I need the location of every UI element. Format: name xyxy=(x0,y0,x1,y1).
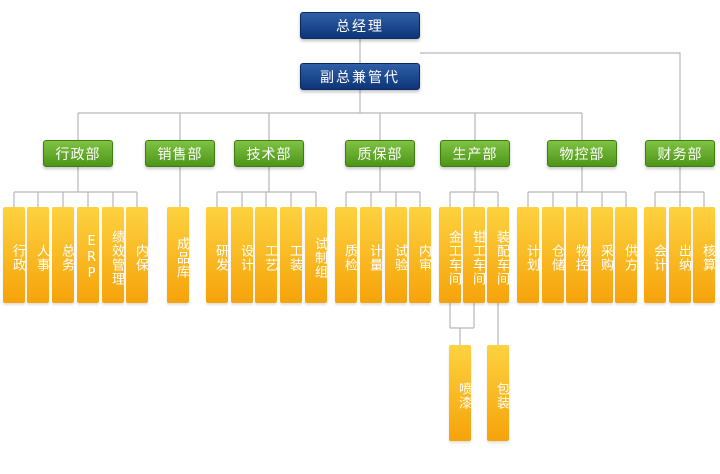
dept-admin: 行政部 xyxy=(43,140,113,167)
unit-assembly-workshop: 装配车间 xyxy=(487,207,509,303)
unit-suppliers: 供方 xyxy=(615,207,637,303)
unit-label: 出纳 xyxy=(676,244,691,272)
unit-label: 工装 xyxy=(287,244,302,272)
unit-label: 金工车间 xyxy=(446,230,461,286)
unit-finished-goods: 成品库 xyxy=(167,207,189,303)
unit-label: 工艺 xyxy=(262,244,277,272)
unit-label: 仓储 xyxy=(549,244,564,272)
unit-admin-office: 行政 xyxy=(3,207,25,303)
unit-trial-production: 试制组 xyxy=(305,207,327,303)
deputy-gm-label: 副总兼管代 xyxy=(320,69,400,86)
unit-cost-audit: 核算 xyxy=(693,207,715,303)
unit-accounting: 会计 xyxy=(644,207,666,303)
unit-label: 成品库 xyxy=(174,237,189,279)
dept-material: 物控部 xyxy=(547,140,617,167)
unit-label: 人事 xyxy=(34,244,49,272)
unit-label: 物控 xyxy=(573,244,588,272)
unit-machining-workshop: 金工车间 xyxy=(439,207,461,303)
unit-tooling: 工装 xyxy=(280,207,302,303)
general-manager-box: 总经理 xyxy=(300,12,420,39)
unit-label: 研发 xyxy=(213,244,228,272)
deputy-gm-box: 副总兼管代 xyxy=(300,63,420,90)
unit-painting: 喷漆 xyxy=(449,345,471,441)
unit-label: 设计 xyxy=(238,244,253,272)
dept-finance: 财务部 xyxy=(645,140,715,167)
unit-planning: 计划 xyxy=(517,207,539,303)
unit-label: 供方 xyxy=(622,244,637,272)
unit-label: 总务 xyxy=(59,244,74,272)
unit-label: ERP xyxy=(84,234,99,282)
dept-admin-label: 行政部 xyxy=(55,146,101,163)
unit-internal-security: 内保 xyxy=(126,207,148,303)
general-manager-label: 总经理 xyxy=(336,18,384,35)
dept-quality-label: 质保部 xyxy=(357,146,403,163)
unit-label: 计量 xyxy=(367,244,382,272)
unit-label: 内保 xyxy=(133,244,148,272)
unit-design: 设计 xyxy=(231,207,253,303)
unit-label: 计划 xyxy=(524,244,539,272)
dept-finance-label: 财务部 xyxy=(657,146,703,163)
unit-testing: 试验 xyxy=(385,207,407,303)
unit-warehousing: 仓储 xyxy=(542,207,564,303)
unit-label: 采购 xyxy=(598,244,613,272)
unit-label: 喷漆 xyxy=(456,382,471,410)
unit-general-affairs: 总务 xyxy=(52,207,74,303)
unit-label: 试验 xyxy=(392,244,407,272)
unit-cashier: 出纳 xyxy=(669,207,691,303)
unit-label: 装配车间 xyxy=(494,230,509,286)
unit-metrology: 计量 xyxy=(360,207,382,303)
unit-label: 质检 xyxy=(342,244,357,272)
unit-performance-mgmt: 绩效管理 xyxy=(102,207,124,303)
unit-erp: ERP xyxy=(77,207,99,303)
dept-sales: 销售部 xyxy=(145,140,215,167)
dept-tech-label: 技术部 xyxy=(246,146,292,163)
unit-label: 行政 xyxy=(10,244,25,272)
unit-label: 包装 xyxy=(494,382,509,410)
unit-purchasing: 采购 xyxy=(591,207,613,303)
dept-tech: 技术部 xyxy=(234,140,304,167)
dept-sales-label: 销售部 xyxy=(157,146,203,163)
unit-label: 会计 xyxy=(651,244,666,272)
unit-material-control: 物控 xyxy=(566,207,588,303)
unit-label: 试制组 xyxy=(312,237,327,279)
unit-packaging: 包装 xyxy=(487,345,509,441)
unit-inspection: 质检 xyxy=(335,207,357,303)
dept-production: 生产部 xyxy=(440,140,510,167)
dept-material-label: 物控部 xyxy=(559,146,605,163)
unit-rnd: 研发 xyxy=(206,207,228,303)
unit-hr: 人事 xyxy=(27,207,49,303)
dept-production-label: 生产部 xyxy=(452,146,498,163)
unit-label: 内审 xyxy=(416,244,431,272)
unit-label: 核算 xyxy=(700,244,715,272)
dept-quality: 质保部 xyxy=(345,140,415,167)
unit-internal-audit: 内审 xyxy=(409,207,431,303)
unit-fitter-workshop: 钳工车间 xyxy=(463,207,485,303)
unit-label: 钳工车间 xyxy=(470,230,485,286)
unit-label: 绩效管理 xyxy=(109,230,124,286)
unit-process: 工艺 xyxy=(255,207,277,303)
